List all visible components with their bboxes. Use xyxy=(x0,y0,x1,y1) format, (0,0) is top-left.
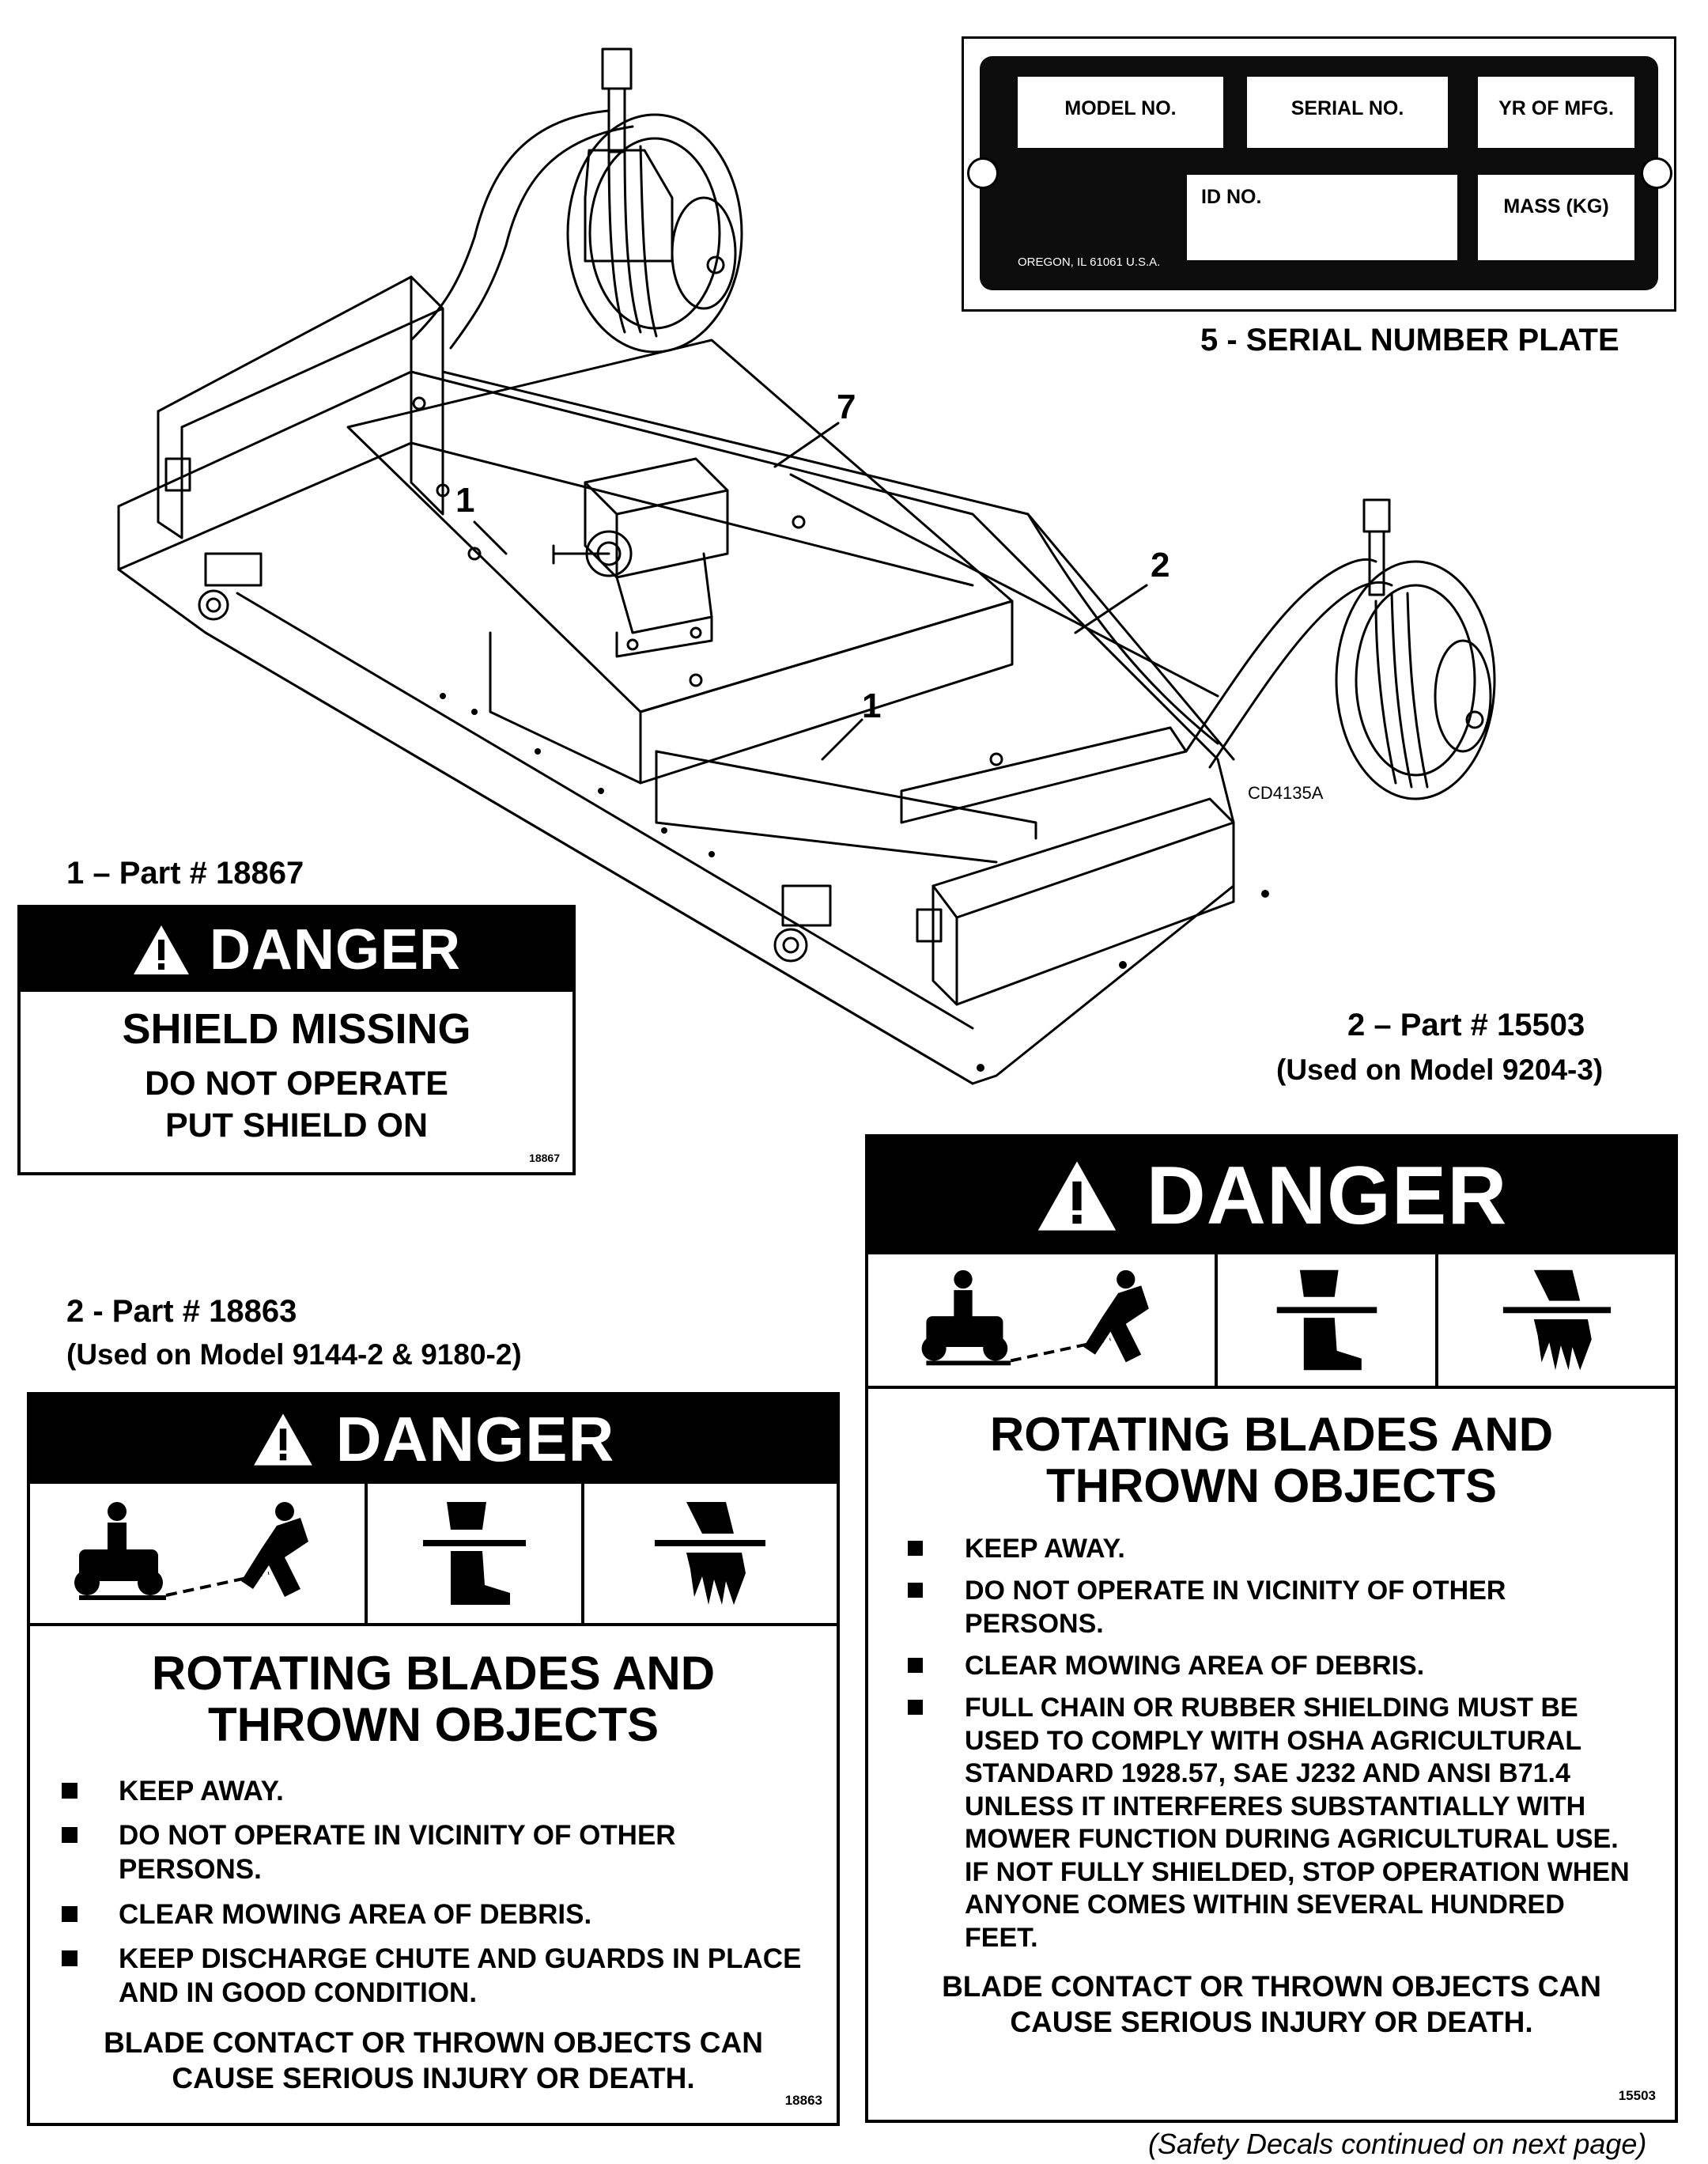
plate-body: MODEL NO. SERIAL NO. YR OF MFG. ID NO. M… xyxy=(980,56,1658,290)
decal-2a-footer-line2: CAUSE SERIOUS INJURY OR DEATH. xyxy=(172,2061,695,2094)
decal-1-title: SHIELD MISSING xyxy=(122,1005,471,1053)
decal-2a-footer-line1: BLADE CONTACT OR THROWN OBJECTS CAN xyxy=(104,2026,763,2059)
warning-triangle-icon xyxy=(133,925,189,974)
decal-2a-title-line2: THROWN OBJECTS xyxy=(208,1697,659,1751)
caster-wheel-rear xyxy=(566,47,743,354)
serial-no-box: SERIAL NO. xyxy=(1247,77,1448,148)
caster-wheel-front xyxy=(1185,498,1496,800)
decal-2b-header: DANGER xyxy=(868,1137,1675,1254)
decal-2a-bullet-text: CLEAR MOWING AREA OF DEBRIS. xyxy=(119,1898,592,1930)
mower-thrown-object-icon xyxy=(74,1502,308,1600)
decal-2b-bullet-list: KEEP AWAY. DO NOT OPERATE IN VICINITY OF… xyxy=(908,1533,1635,1955)
decal-2a-header: DANGER xyxy=(30,1395,837,1484)
decal-1-line2: PUT SHIELD ON xyxy=(164,1106,429,1144)
pictogram-foot-blade xyxy=(368,1484,584,1623)
decal-2a-bullet: CLEAR MOWING AREA OF DEBRIS. xyxy=(62,1898,805,1932)
decal-2b-title-line1: ROTATING BLADES AND xyxy=(989,1408,1554,1461)
decal-2b-bullet-text: CLEAR MOWING AREA OF DEBRIS. xyxy=(965,1651,1425,1681)
decal-2b-bullet: DO NOT OPERATE IN VICINITY OF OTHER PERS… xyxy=(908,1575,1635,1640)
decal-1-caption: 1 – Part # 18867 xyxy=(66,856,304,891)
decal-2b-bullet-text: FULL CHAIN OR RUBBER SHIELDING MUST BE U… xyxy=(965,1693,1630,1953)
callout-1-front: 1 xyxy=(862,687,882,725)
decal-2b-part-number: 15503 xyxy=(1618,2088,1656,2103)
foot-blade-icon xyxy=(1276,1269,1377,1371)
callout-7: 7 xyxy=(837,388,856,426)
decal-2a-bullet: DO NOT OPERATE IN VICINITY OF OTHER PERS… xyxy=(62,1819,805,1886)
mass-box: MASS (KG) xyxy=(1478,175,1634,260)
decal-2a-bullet-list: KEEP AWAY. DO NOT OPERATE IN VICINITY OF… xyxy=(62,1775,805,2011)
decal-2b-bullet-text: KEEP AWAY. xyxy=(965,1533,1125,1564)
model-no-box: MODEL NO. xyxy=(1018,77,1223,148)
page-footer-note: (Safety Decals continued on next page) xyxy=(1148,2128,1647,2160)
decal-1-signal-word: DANGER xyxy=(209,918,461,982)
decal-rotating-blades-18863: DANGER xyxy=(27,1392,840,2126)
foot-blade-icon xyxy=(422,1502,526,1605)
hand-blade-icon xyxy=(655,1502,766,1605)
pictogram-mower-thrown-object xyxy=(868,1254,1219,1386)
pictogram-mower-thrown-object xyxy=(30,1484,368,1623)
decal-2a-bullet: KEEP DISCHARGE CHUTE AND GUARDS IN PLACE… xyxy=(62,1943,805,2010)
decal-2b-caption: 2 – Part # 15503 xyxy=(1347,1008,1585,1042)
pictogram-hand-blade xyxy=(1438,1254,1675,1386)
mower-thrown-object-icon xyxy=(921,1269,1150,1366)
callout-2: 2 xyxy=(1151,546,1170,585)
pictogram-hand-blade xyxy=(584,1484,837,1623)
decal-2b-bullet: CLEAR MOWING AREA OF DEBRIS. xyxy=(908,1650,1635,1682)
decal-2a-signal-word: DANGER xyxy=(335,1404,615,1474)
decal-2a-bullet-text: KEEP AWAY. xyxy=(119,1775,284,1806)
decal-1-line1: DO NOT OPERATE xyxy=(145,1065,448,1103)
decal-2b-bullet: KEEP AWAY. xyxy=(908,1533,1635,1565)
decal-2b-title-line2: THROWN OBJECTS xyxy=(1046,1458,1497,1512)
year-of-mfg-box: YR OF MFG. xyxy=(1478,77,1634,148)
decal-1-part-number: 18867 xyxy=(529,1152,560,1164)
mount-hole-left xyxy=(967,157,999,189)
gearbox xyxy=(552,457,729,658)
decal-2a-subcaption: (Used on Model 9144-2 & 9180-2) xyxy=(66,1338,522,1371)
decal-2a-title-line1: ROTATING BLADES AND xyxy=(151,1647,716,1700)
decal-2a-bullet-text: KEEP DISCHARGE CHUTE AND GUARDS IN PLACE… xyxy=(119,1943,802,2009)
warning-triangle-icon xyxy=(253,1413,312,1466)
mower-line-drawing xyxy=(117,47,1496,1085)
serial-number-plate: MODEL NO. SERIAL NO. YR OF MFG. ID NO. M… xyxy=(962,36,1676,312)
decal-2b-subcaption: (Used on Model 9204-3) xyxy=(1276,1054,1604,1086)
rear-arm xyxy=(410,109,610,342)
decal-2a-caption: 2 - Part # 18863 xyxy=(66,1294,297,1329)
decal-2a-part-number: 18863 xyxy=(784,2093,822,2108)
decal-1-header: DANGER xyxy=(21,908,572,992)
decal-2b-signal-word: DANGER xyxy=(1146,1149,1508,1242)
decal-2a-pictograms xyxy=(30,1484,837,1626)
front-transport-bar xyxy=(931,797,1235,919)
pictogram-foot-blade xyxy=(1218,1254,1439,1386)
decal-2b-bullet: FULL CHAIN OR RUBBER SHIELDING MUST BE U… xyxy=(908,1692,1635,1954)
drawing-code: CD4135A xyxy=(1248,783,1324,803)
hand-blade-icon xyxy=(1502,1269,1611,1371)
decal-rotating-blades-15503: DANGER xyxy=(865,1134,1678,2123)
decal-shield-missing: DANGER SHIELD MISSING DO NOT OPERATE PUT… xyxy=(17,905,576,1175)
decal-2b-pictograms xyxy=(868,1254,1675,1389)
decal-2b-bullet-text: DO NOT OPERATE IN VICINITY OF OTHER PERS… xyxy=(965,1576,1506,1639)
decal-2b-footer-line2: CAUSE SERIOUS INJURY OR DEATH. xyxy=(1010,2006,1533,2039)
warning-triangle-icon xyxy=(1037,1161,1116,1231)
decal-2a-bullet-text: DO NOT OPERATE IN VICINITY OF OTHER PERS… xyxy=(119,1820,676,1885)
callout-1-rear: 1 xyxy=(455,481,475,520)
plate-address: OREGON, IL 61061 U.S.A. xyxy=(1018,255,1161,269)
serial-plate-caption: 5 - SERIAL NUMBER PLATE xyxy=(1200,323,1619,358)
decal-2a-bullet: KEEP AWAY. xyxy=(62,1775,805,1809)
mount-hole-right xyxy=(1641,157,1672,189)
id-no-box: ID NO. xyxy=(1187,175,1457,260)
decal-2b-footer-line1: BLADE CONTACT OR THROWN OBJECTS CAN xyxy=(942,1970,1601,2003)
